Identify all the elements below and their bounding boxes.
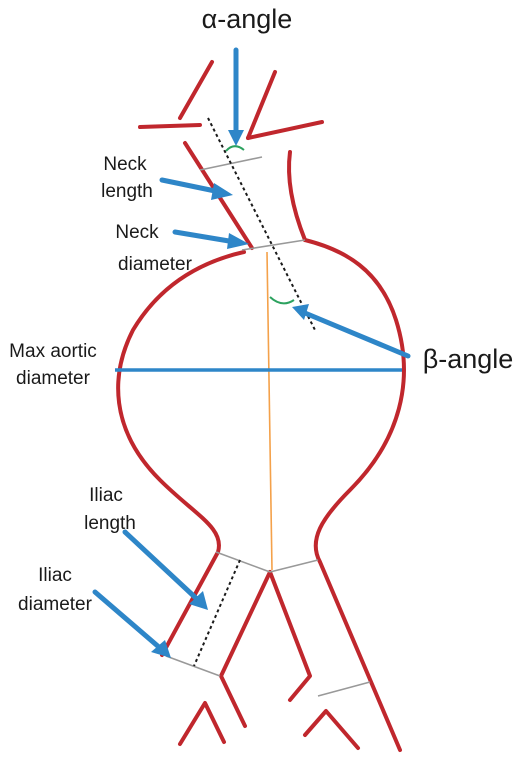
max-aortic-diameter-label-line1: Max aortic (9, 341, 97, 362)
aortic-centerline (267, 252, 272, 570)
left-iliac-inner-wall (221, 572, 270, 726)
right-iliac-top-line (270, 560, 318, 572)
iliac-diameter-arrow (95, 592, 160, 648)
upper-left-branch-wall (180, 62, 212, 118)
alpha-angle-arrowhead (228, 130, 244, 146)
left-iliac-bottom-line (166, 656, 220, 676)
measurement-lines (115, 118, 402, 696)
alpha-angle-label: α-angle (202, 4, 293, 34)
beta-angle-arrow (305, 313, 408, 356)
neck-diameter-label-line1: Neck (115, 222, 159, 243)
upper-right-branch-floor (248, 122, 322, 138)
beta-angle-label: β-angle (423, 344, 514, 374)
iliac-length-label-line2: length (84, 513, 136, 534)
neck-length-label-line2: length (101, 181, 153, 202)
labels: α-angle Neck length Neck diameter Max ao… (9, 4, 513, 615)
max-aortic-diameter-label-line2: diameter (16, 368, 91, 389)
beta-angle-arrowhead (292, 304, 309, 320)
upper-right-branch-wall (248, 72, 275, 138)
iliac-length-label-line1: Iliac (89, 485, 123, 506)
neck-diameter-label-line2: diameter (118, 254, 193, 275)
iliac-diameter-label-line2: diameter (18, 594, 93, 615)
neck-diameter-arrow (175, 232, 235, 242)
upper-left-branch-floor (140, 125, 200, 127)
left-iliac-top-line (216, 552, 270, 572)
right-iliac-bifurcation (305, 711, 358, 748)
left-iliac-bifurcation (180, 703, 224, 744)
annotation-arrows (95, 50, 408, 658)
iliac-length-arrow (125, 532, 198, 600)
neck-length-arrowhead (211, 183, 233, 200)
iliac-diameter-label-line1: Iliac (38, 565, 72, 586)
neck-right-wall (289, 152, 305, 240)
beta-angle-arc (270, 297, 294, 303)
alpha-angle-arc (226, 146, 244, 151)
neck-length-label-line1: Neck (103, 154, 147, 175)
right-iliac-bottom-line (318, 682, 370, 696)
right-iliac-inner-wall (270, 572, 310, 700)
